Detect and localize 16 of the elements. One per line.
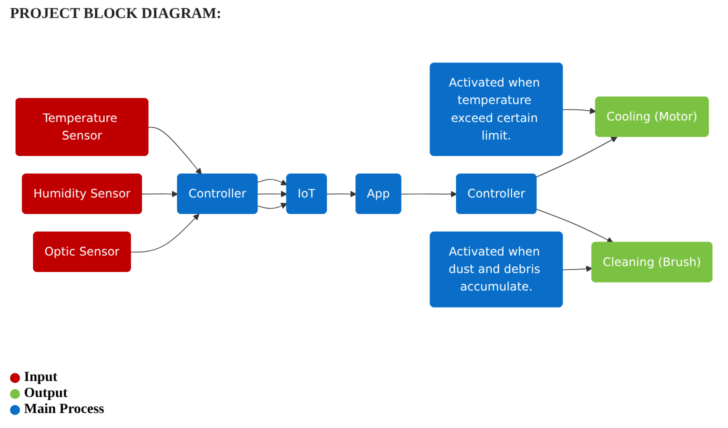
legend-label: Input xyxy=(24,370,58,386)
legend-label: Output xyxy=(24,386,68,402)
arrow xyxy=(257,179,288,186)
arrow xyxy=(536,136,618,178)
diagram-title: PROJECT BLOCK DIAGRAM: xyxy=(10,6,222,23)
arrow xyxy=(142,190,178,198)
arrow xyxy=(536,208,614,243)
arrow xyxy=(257,190,288,198)
arrow xyxy=(148,126,202,175)
arrow xyxy=(562,108,596,114)
arrow xyxy=(326,190,357,198)
legend-label: Main Process xyxy=(24,402,104,418)
arrow xyxy=(562,266,592,272)
arrow xyxy=(400,190,458,198)
arrow xyxy=(257,202,288,209)
arrow xyxy=(130,214,200,253)
